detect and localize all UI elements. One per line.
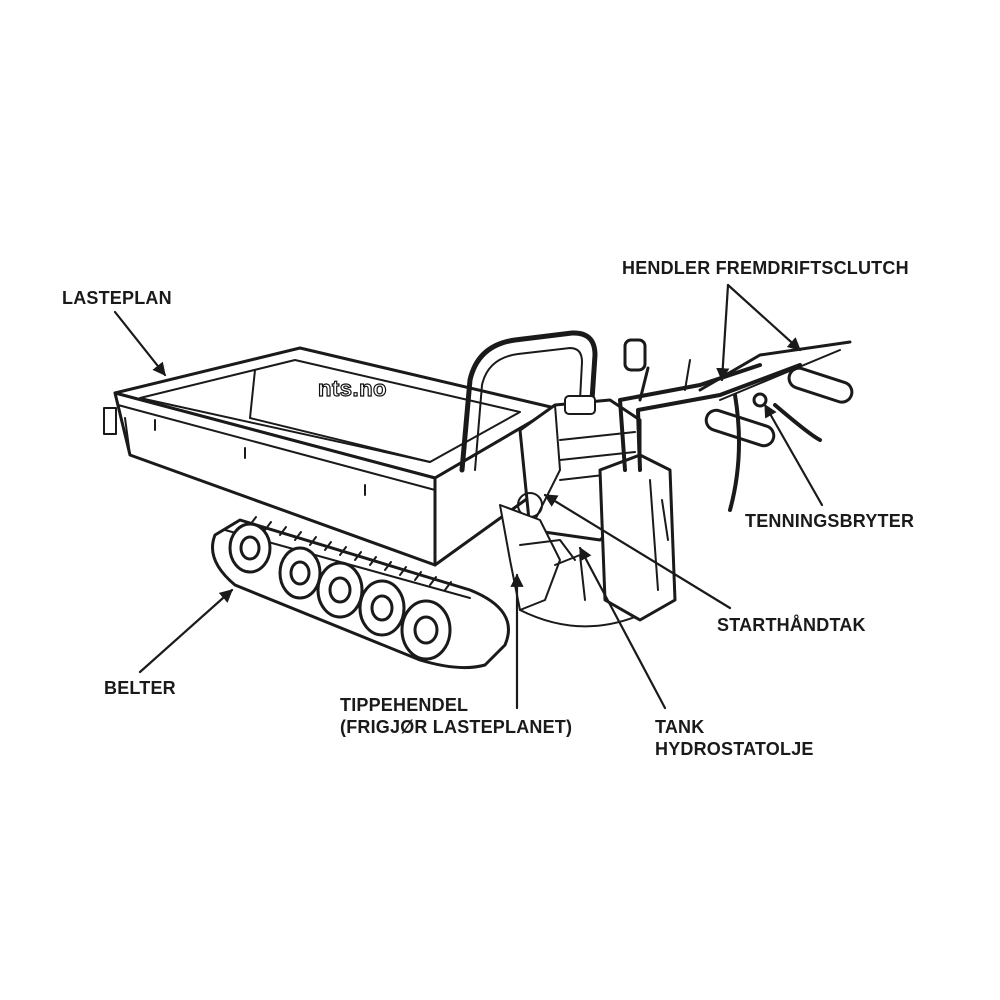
nts-logo: nts.no xyxy=(317,375,387,401)
leader-arrows xyxy=(113,283,824,710)
arrow-hendler-left xyxy=(716,283,730,382)
arrow-tenningsbryter xyxy=(763,403,824,507)
label-belter: BELTER xyxy=(104,678,176,698)
label-starthandtak: STARTHÅNDTAK xyxy=(717,615,866,635)
arrow-lasteplan xyxy=(113,310,167,377)
arrow-hendler-right xyxy=(726,283,802,352)
track-belt xyxy=(211,516,510,670)
arrow-tank xyxy=(578,546,667,710)
label-tank-line1: TANK xyxy=(655,717,705,737)
control-handlebars xyxy=(598,338,854,622)
roll-bar xyxy=(459,330,598,473)
label-tippehendel-line1: TIPPEHENDEL xyxy=(340,695,469,715)
label-tank-line2: HYDROSTATOLJE xyxy=(655,739,814,759)
label-tippehendel: TIPPEHENDEL (FRIGJØR LASTEPLANET) xyxy=(340,694,572,738)
label-hendler-fremdriftsclutch: HENDLER FREMDRIFTSCLUTCH xyxy=(622,258,909,278)
arrow-belter xyxy=(138,588,234,674)
label-tippehendel-line2: (FRIGJØR LASTEPLANET) xyxy=(340,717,573,737)
label-tenningsbryter: TENNINGSBRYTER xyxy=(745,511,915,531)
track-tread-pattern xyxy=(249,516,452,591)
road-wheels xyxy=(228,522,452,661)
arrow-starthandtak xyxy=(543,493,732,610)
label-tank-hydrostatolje: TANK HYDROSTATOLJE xyxy=(655,716,814,760)
label-lasteplan: LASTEPLAN xyxy=(62,288,172,308)
